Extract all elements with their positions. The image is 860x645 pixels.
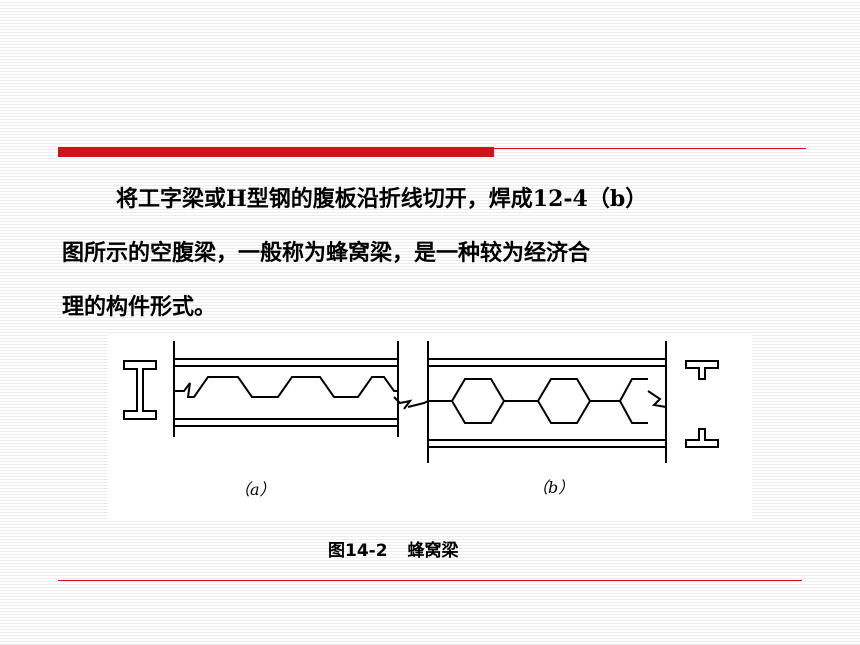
figure-label-a: （a） (234, 480, 276, 499)
castellated-beam-figure: （a） （b） (108, 333, 752, 519)
title-accent-line (494, 148, 806, 149)
t-section-icon (685, 360, 719, 448)
caption-number: 图14-2 (328, 541, 388, 561)
body-line-1: 将工字梁或H型钢的腹板沿折线切开，焊成12-4（b） (116, 186, 648, 212)
beam-b-drawing (407, 341, 667, 463)
i-section-icon (123, 360, 157, 420)
body-line-3: 理的构件形式。 (62, 294, 217, 320)
caption-title: 蜂窝梁 (407, 541, 459, 561)
figure-caption: 图14-2 蜂窝梁 (328, 536, 459, 561)
body-paragraph: 将工字梁或H型钢的腹板沿折线切开，焊成12-4（b） 图所示的空腹梁，一般称为蜂… (62, 172, 792, 334)
beam-a-drawing (173, 341, 413, 437)
title-accent-bar (58, 147, 494, 157)
body-line-2: 图所示的空腹梁，一般称为蜂窝梁，是一种较为经济合 (62, 240, 591, 266)
figure-label-b: （b） (532, 478, 574, 497)
figure-drawing: （a） （b） (123, 341, 719, 499)
footer-accent-line (58, 580, 802, 581)
